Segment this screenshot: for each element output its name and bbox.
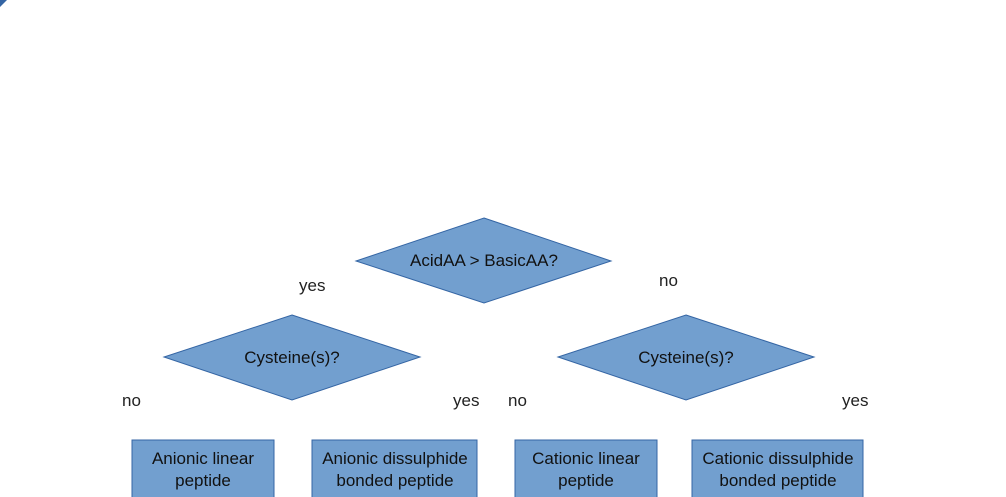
leaf-box-cationic-linear [514,439,658,497]
leaf-text-cationic-dissulphide: Cationic dissulphide bonded peptide [692,448,864,492]
leaf-line-2: peptide [558,471,614,490]
leaf-line-1: Cationic dissulphide [702,449,854,468]
left-decision-text: Cysteine(s)? [244,348,340,367]
leaf-text-anionic-linear: Anionic linear peptide [132,448,274,492]
leaf-text-anionic-dissulphide: Anionic dissulphide bonded peptide [312,448,478,492]
leaf-text-cationic-linear: Cationic linear peptide [515,448,657,492]
leaf-line-1: Cationic linear [532,449,640,468]
right-decision-text: Cysteine(s)? [638,348,734,367]
leaf-line-2: bonded peptide [719,471,837,490]
decision-diamond-right [556,314,816,401]
decision-diamond-root [354,217,613,304]
edge-label-root-yes: yes [299,276,326,295]
root-decision-text: AcidAA > BasicAA? [410,251,558,270]
leaf-box-anionic-linear [131,439,275,497]
edge-label-root-no: no [659,271,678,290]
edge-label-left-yes: yes [453,391,480,410]
leaf-line-2: bonded peptide [336,471,454,490]
edge-label-right-no: no [508,391,527,410]
decision-diamond-left [162,314,422,401]
leaf-line-2: peptide [175,471,231,490]
edge-label-left-no: no [122,391,141,410]
corner-marker [0,0,7,7]
leaf-line-1: Anionic linear [151,449,255,468]
leaf-box-anionic-dissulphide [311,439,478,497]
leaf-box-cationic-dissulphide [691,439,864,497]
edge-label-right-yes: yes [842,391,869,410]
leaf-line-1: Anionic dissulphide [322,449,468,468]
